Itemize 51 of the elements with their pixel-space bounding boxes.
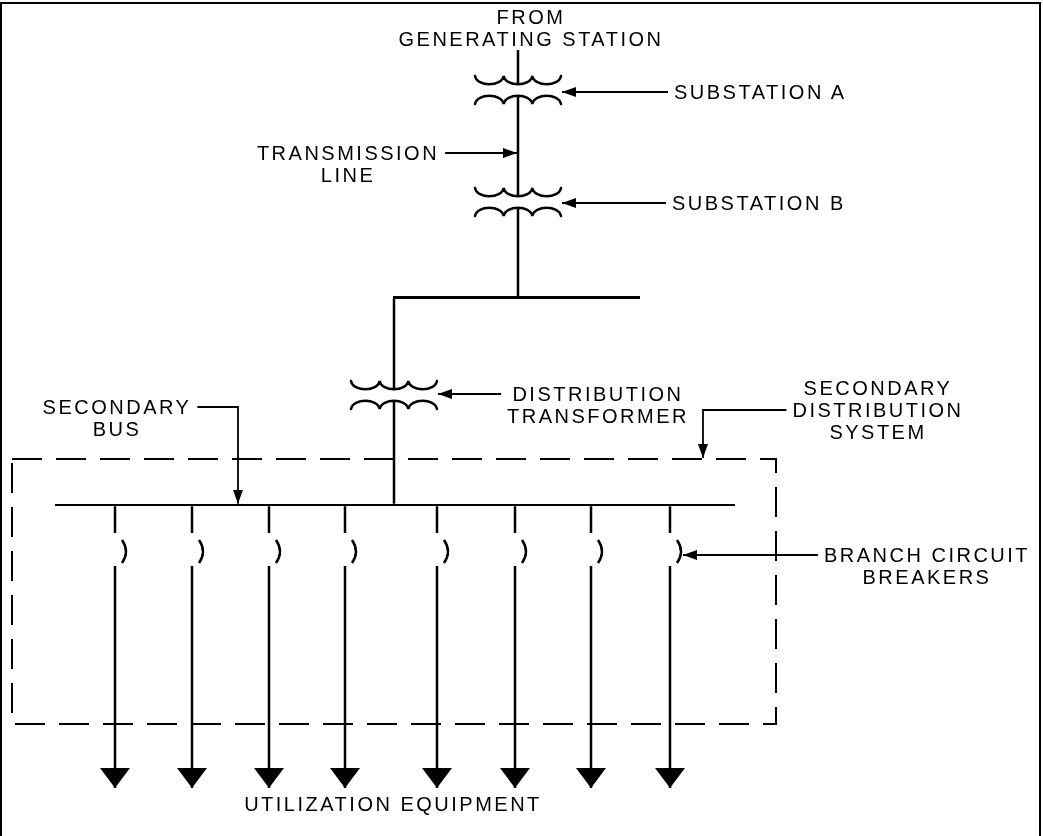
leader-arrow [698, 409, 788, 459]
leader-arrow [444, 148, 518, 158]
callout-label: SECONDARY DISTRIBUTION SYSTEM [786, 377, 970, 443]
circuit-breaker-symbol [113, 527, 128, 572]
feeder-arrow [655, 572, 685, 788]
feeder-arrow [254, 572, 284, 788]
power-line [190, 506, 194, 527]
callout-label: DISTRIBUTION TRANSFORMER [501, 383, 695, 427]
power-line [516, 50, 520, 72]
leader-arrow [682, 550, 819, 560]
callout-label: TRANSMISSION LINE [250, 142, 446, 186]
power-line [668, 506, 672, 527]
transformer-symbol [474, 72, 562, 108]
circuit-breaker-symbol [513, 527, 528, 572]
circuit-breaker-symbol [267, 527, 282, 572]
callout-label: SUBSTATION B [666, 192, 852, 214]
circuit-breaker-symbol [589, 527, 604, 572]
power-line [435, 506, 439, 527]
power-line [392, 413, 396, 504]
power-line [513, 506, 517, 527]
power-line [516, 220, 520, 296]
power-line [589, 506, 593, 527]
callout-label: SUBSTATION A [668, 81, 853, 103]
callout-label: BRANCH CIRCUIT BREAKERS [817, 544, 1037, 588]
feeder-arrow [330, 572, 360, 788]
source-label: FROM GENERATING STATION [392, 6, 670, 50]
load-label: UTILIZATION EQUIPMENT [243, 793, 543, 815]
circuit-breaker-symbol [190, 527, 205, 572]
feeder-arrow [100, 572, 130, 788]
dashed-boundary [11, 458, 777, 725]
transformer-symbol [474, 184, 562, 220]
feeder-arrow [177, 572, 207, 788]
power-line [113, 506, 117, 527]
power-line [343, 506, 347, 527]
transformer-symbol [350, 377, 438, 413]
feeder-arrow [500, 572, 530, 788]
power-line [392, 298, 396, 377]
circuit-breaker-symbol [343, 527, 358, 572]
leader-arrow [196, 406, 243, 505]
leader-arrow [561, 198, 667, 208]
leader-arrow [561, 87, 669, 97]
circuit-breaker-symbol [668, 527, 683, 572]
feeder-line [392, 296, 640, 299]
power-line [267, 506, 271, 527]
callout-label: SECONDARY BUS [36, 396, 198, 440]
circuit-breaker-symbol [435, 527, 450, 572]
feeder-arrow [576, 572, 606, 788]
power-line [516, 108, 520, 184]
bus-bar [55, 503, 735, 507]
leader-arrow [437, 389, 502, 399]
feeder-arrow [422, 572, 452, 788]
